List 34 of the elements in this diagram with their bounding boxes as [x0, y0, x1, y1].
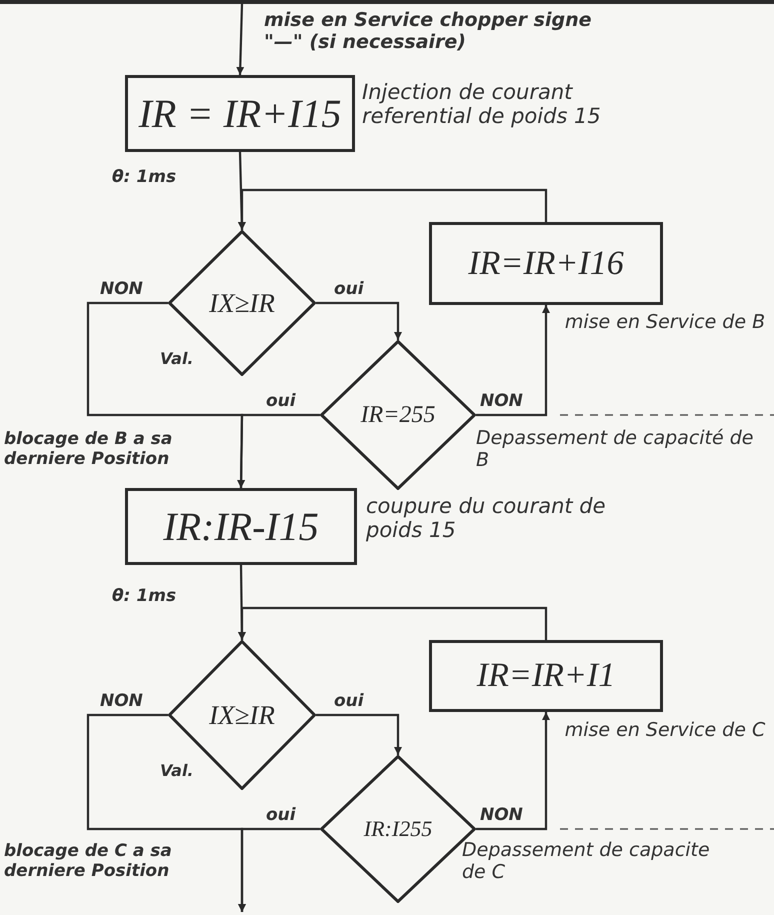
note-text: Val. — [160, 350, 194, 368]
arrow — [316, 302, 402, 340]
note-text: Depassement de capacité de B — [476, 428, 754, 472]
note-text: Val. — [160, 762, 194, 780]
condition-text: IR:I255 — [364, 816, 432, 842]
condition-text: IX≥IR — [209, 288, 275, 318]
annotation-text: mise en Service de C — [564, 720, 766, 742]
operation-text: IR = IR+I15 — [138, 90, 342, 137]
decision-diamond — [320, 340, 476, 490]
note-text: blocage de C a sa derniere Position — [4, 842, 173, 882]
arrow — [238, 188, 548, 230]
operation-text: IR:IR-I15 — [163, 503, 319, 550]
process-box — [429, 222, 663, 305]
arrow — [236, 4, 244, 76]
operation-text: IR=IR+I1 — [476, 657, 616, 695]
arrow — [316, 714, 402, 755]
arrow — [238, 606, 548, 640]
arrow — [476, 712, 550, 830]
condition-text: IR=255 — [360, 402, 436, 428]
note-text: Depassement de capacite de C — [462, 840, 711, 884]
note-text: blocage de B a sa derniere Position — [4, 430, 174, 470]
condition-text: IX≥IR — [209, 700, 275, 730]
arrow — [237, 414, 320, 488]
process-box — [125, 75, 355, 152]
arrow — [476, 305, 550, 416]
note-text: θ: 1ms — [112, 587, 176, 607]
arrow — [238, 828, 320, 912]
annotation-text: coupure du courant de poids 15 — [366, 494, 607, 542]
process-box — [125, 488, 357, 565]
annotation-text: mise en Service de B — [564, 312, 766, 334]
operation-text: IR=IR+I16 — [468, 244, 624, 282]
note-text: θ: 1ms — [112, 168, 176, 188]
process-box — [429, 640, 663, 712]
annotation-text: Injection de courant referential de poids 15 — [362, 80, 602, 128]
